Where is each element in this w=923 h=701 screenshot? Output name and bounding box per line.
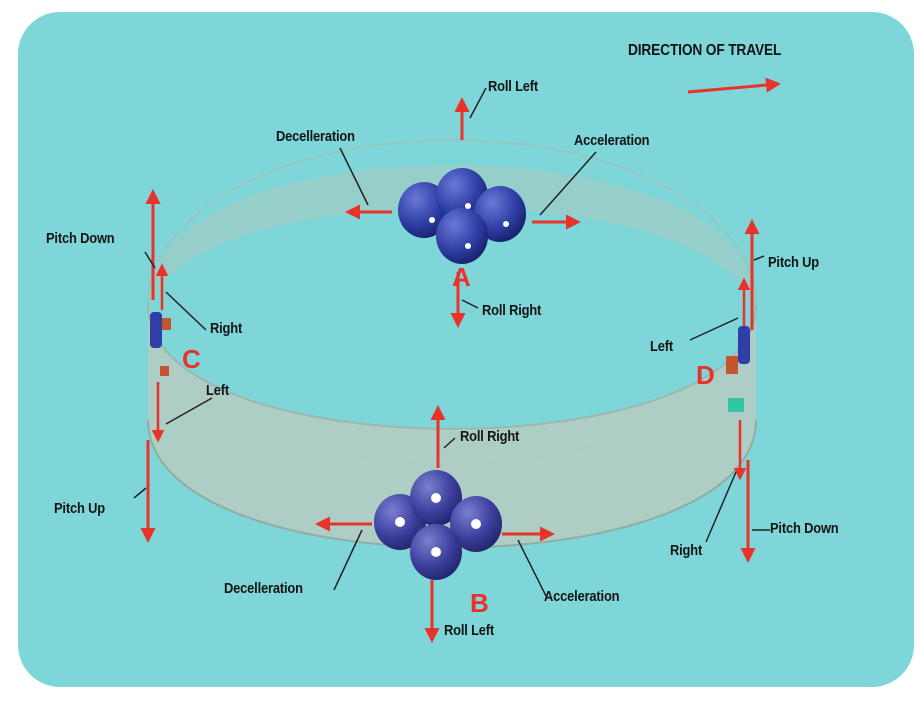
label-d-bottom: Pitch Down (770, 520, 839, 537)
label-b-bottom: Roll Left (444, 622, 494, 639)
letter-b: B (470, 588, 489, 619)
letter-a: A (452, 262, 471, 293)
letter-c: C (182, 344, 201, 375)
label-a-left: Decelleration (276, 128, 355, 145)
label-b-left: Decelleration (224, 580, 303, 597)
label-b-top: Roll Right (460, 428, 519, 445)
direction-of-travel-label: DIRECTION OF TRAVEL (628, 42, 781, 60)
label-a-right: Acceleration (574, 132, 649, 149)
label-a-bottom: Roll Right (482, 302, 541, 319)
label-c-inner-bottom: Left (206, 382, 229, 399)
label-b-right: Acceleration (544, 588, 619, 605)
label-c-top: Pitch Down (46, 230, 115, 247)
label-a-top: Roll Left (488, 78, 538, 95)
label-d-inner-bottom: Right (670, 542, 702, 559)
label-c-bottom: Pitch Up (54, 500, 105, 517)
label-d-top: Pitch Up (768, 254, 819, 271)
label-d-inner-top: Left (650, 338, 673, 355)
letter-d: D (696, 360, 715, 391)
label-c-inner-top: Right (210, 320, 242, 337)
